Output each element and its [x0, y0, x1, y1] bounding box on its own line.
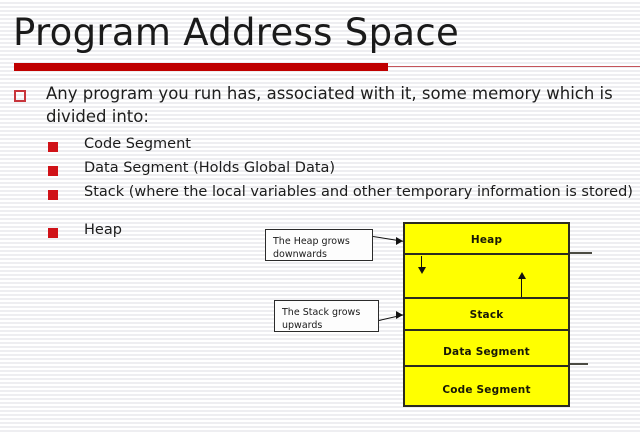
divider-stack-top	[405, 297, 568, 299]
filled-square-bullet-icon	[48, 228, 58, 238]
heap-growth-arrow-head-icon	[418, 267, 426, 274]
filled-square-bullet-icon	[48, 166, 58, 176]
heap-growth-arrow-shaft	[421, 256, 422, 269]
sub-bullet-label: Data Segment (Holds Global Data)	[84, 160, 336, 176]
memory-block-heap-label: Heap	[470, 234, 503, 246]
memory-map-diagram: Heap Stack Data Segment Code Segment	[403, 222, 570, 407]
memory-block-data-segment-label: Data Segment	[443, 346, 530, 358]
callout-heap-grows-downwards: The Heap grows downwards	[265, 229, 373, 261]
memory-block-stack-label: Stack	[469, 309, 504, 321]
boundary-tick-data	[570, 363, 588, 365]
callout-stack-grows-upwards: The Stack grows upwards	[274, 300, 379, 332]
page-title: Program Address Space	[13, 11, 460, 54]
stack-growth-arrow-shaft	[521, 279, 522, 297]
sub-bullet-label: Code Segment	[84, 136, 191, 152]
callout-stack-arrow-head-icon	[396, 311, 403, 319]
divider-data-bottom	[405, 365, 568, 367]
filled-square-bullet-icon	[48, 190, 58, 200]
title-underline-rule	[388, 66, 640, 67]
sub-bullet-label: Stack (where the local variables and oth…	[84, 184, 633, 200]
callout-heap-arrow-head-icon	[396, 237, 403, 245]
memory-block-code-segment-label: Code Segment	[442, 384, 531, 396]
divider-heap-bottom	[405, 253, 568, 255]
boundary-tick-heap	[570, 252, 592, 254]
divider-stack-bottom	[405, 329, 568, 331]
stack-growth-arrow-head-icon	[518, 272, 526, 279]
main-bullet-text: Any program you run has, associated with…	[46, 84, 613, 126]
hollow-square-bullet-icon	[14, 90, 26, 102]
title-underline-bar	[14, 63, 388, 71]
sub-bullet-label: Heap	[84, 222, 122, 238]
filled-square-bullet-icon	[48, 142, 58, 152]
